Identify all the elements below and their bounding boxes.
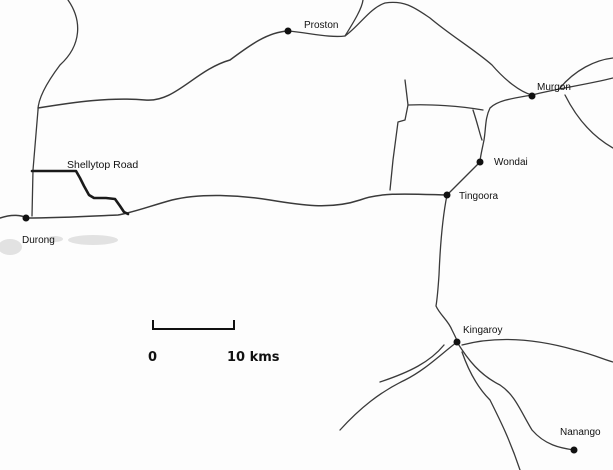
road-shellytop	[30, 169, 130, 216]
road-kingaroy-south	[461, 351, 521, 470]
town-dot-wondai	[476, 158, 484, 166]
road-kingaroy-southwest	[339, 341, 458, 431]
road-murgon-east	[531, 77, 613, 96]
road-inner-grid-east	[472, 109, 483, 141]
road-murgon-wondai	[479, 94, 533, 163]
town-label-kingaroy: Kingaroy	[463, 325, 502, 336]
scale-end-label: 10 kms	[227, 350, 280, 365]
town-label-proston: Proston	[304, 20, 338, 31]
road-north-west	[37, 0, 79, 111]
smudge-marks	[0, 235, 118, 255]
road-label-shellytop: Shellytop Road	[67, 159, 138, 171]
road-inner-grid-top	[404, 79, 484, 111]
town-label-nanango: Nanango	[560, 427, 601, 438]
town-dot-tingoora	[443, 191, 451, 199]
road-wondai-tingoora	[446, 161, 481, 196]
scale-bar: 0 10 kms	[148, 320, 280, 365]
road-inner-grid-west	[389, 104, 409, 191]
road-kingaroy-east	[461, 338, 613, 363]
road-kingaroy-west	[379, 344, 445, 383]
road-durong-tingoora	[0, 193, 448, 219]
town-label-wondai: Wondai	[494, 157, 528, 168]
road-proston-east	[287, 1, 533, 96]
road-west-vertical	[31, 109, 39, 217]
smudge-2	[0, 239, 22, 255]
town-label-murgon: Murgon	[537, 82, 571, 93]
scale-start-label: 0	[148, 350, 157, 365]
town-dot-kingaroy	[453, 338, 461, 346]
road-north-arc	[37, 30, 289, 109]
town-dot-nanango	[570, 446, 578, 454]
town-label-durong: Durong	[22, 235, 55, 246]
smudge-3	[47, 236, 63, 242]
road-murgon-southeast	[564, 94, 613, 149]
road-tingoora-kingaroy	[435, 194, 458, 343]
town-label-tingoora: Tingoora	[459, 191, 499, 202]
town-dot-proston	[284, 27, 292, 35]
scale-bar-line	[152, 320, 235, 330]
road-proston-north	[344, 0, 364, 37]
road-kingaroy-nanango	[456, 341, 575, 451]
road-murgon-northeast	[559, 57, 613, 89]
town-dot-durong	[22, 214, 30, 222]
town-dot-murgon	[528, 92, 536, 100]
smudge-1	[68, 235, 118, 245]
